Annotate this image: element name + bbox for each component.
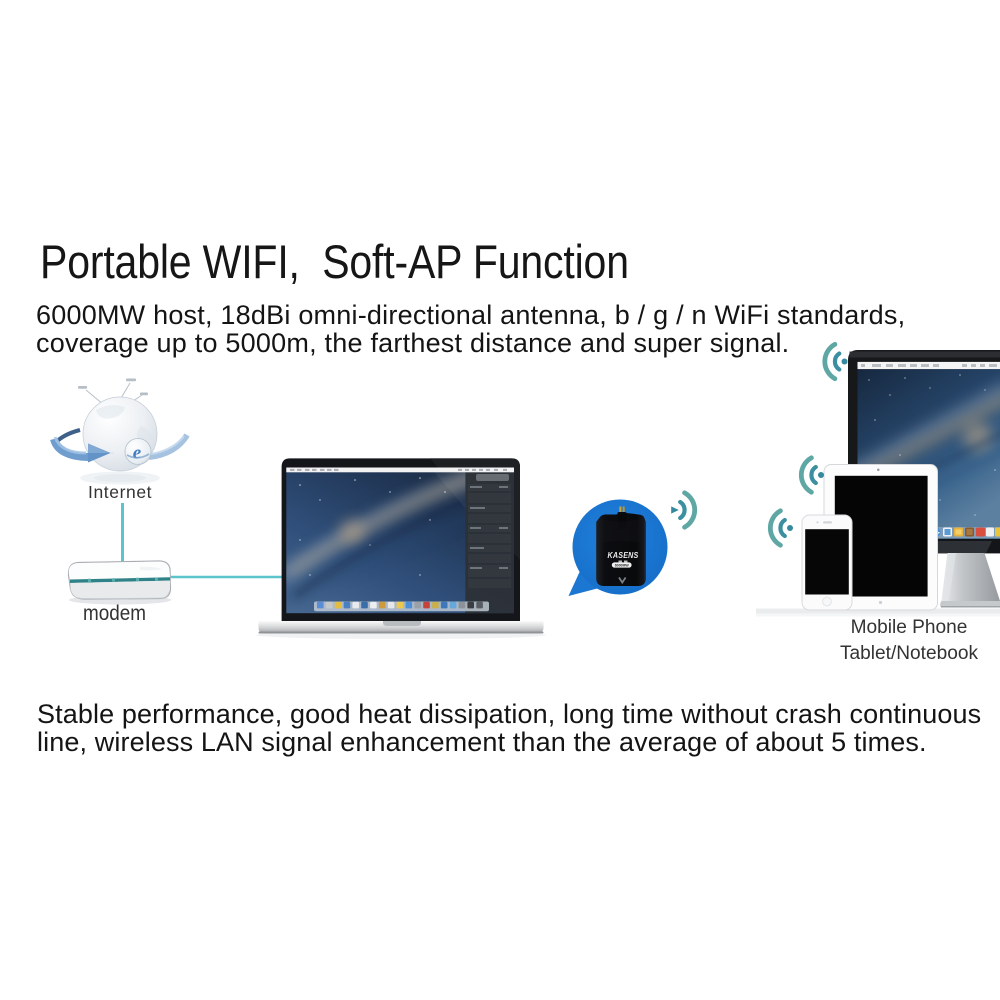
svg-text:e: e	[133, 443, 142, 464]
svg-text:KASENS: KASENS	[608, 550, 639, 560]
svg-text:6000MW: 6000MW	[615, 564, 630, 568]
